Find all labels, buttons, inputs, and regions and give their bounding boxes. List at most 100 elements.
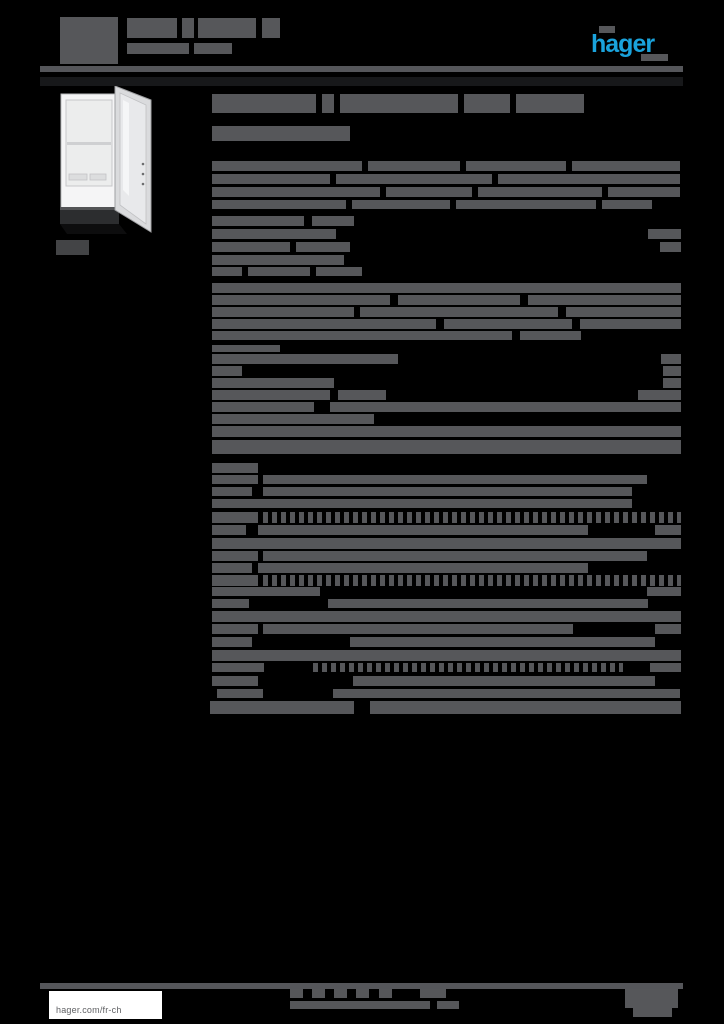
footer-text-row [437, 1001, 459, 1009]
redacted-text-block [498, 174, 680, 184]
redacted-text-block [212, 512, 258, 523]
redacted-text-block [212, 663, 264, 672]
redacted-text-block [648, 229, 681, 239]
doc-subtitle-row [127, 43, 189, 54]
redacted-text-block [655, 624, 681, 634]
redacted-text-block [212, 551, 258, 561]
redacted-text-block [212, 637, 252, 647]
hager-logo: hager [591, 30, 655, 58]
redacted-text-block [386, 187, 472, 197]
redacted-text-block [212, 366, 242, 376]
logo-fragment [599, 26, 615, 33]
redacted-text-block [661, 354, 681, 364]
redacted-text-block [212, 283, 681, 293]
cabinet-rail [67, 142, 111, 145]
redacted-text-block [328, 599, 648, 608]
doc-title-row [262, 18, 280, 38]
redacted-text-block [212, 575, 258, 586]
redacted-text-block [212, 216, 304, 226]
footer-brand-block [625, 989, 678, 1008]
page-title-row [464, 94, 510, 113]
door-hinge [141, 172, 145, 176]
redacted-text-block [352, 200, 450, 209]
redacted-text-block [212, 402, 314, 412]
redacted-text-block [572, 161, 680, 171]
redacted-text-block [296, 242, 350, 252]
doc-title-row [127, 18, 177, 38]
redacted-text-block [212, 390, 330, 400]
redacted-text-block [212, 161, 362, 171]
redacted-text-block [258, 563, 588, 573]
doc-title-row [182, 18, 194, 38]
redacted-text-block [370, 701, 681, 714]
redacted-text-block [212, 587, 320, 596]
redacted-text-block [210, 701, 354, 714]
redacted-text-block [248, 267, 310, 276]
redacted-text-block [212, 187, 380, 197]
redacted-text-block [263, 475, 647, 484]
redacted-text-block [647, 587, 681, 596]
redacted-text-block [212, 676, 258, 686]
redacted-text-block [212, 229, 336, 239]
redacted-text-block [398, 295, 520, 305]
doc-title-row [198, 18, 256, 38]
redacted-text-block [638, 390, 681, 400]
product-ref-caption [56, 240, 89, 255]
product-image [60, 86, 152, 234]
redacted-text-block [212, 426, 681, 437]
social-icons-row[interactable] [420, 988, 446, 998]
redacted-text-block [212, 242, 290, 252]
redacted-text-block [217, 689, 263, 698]
social-icons-row[interactable] [379, 988, 392, 998]
redacted-text-block [663, 366, 681, 376]
doc-subtitle-row [194, 43, 232, 54]
redacted-text-block [520, 331, 581, 340]
redacted-text-block [528, 295, 681, 305]
redacted-text-block [212, 624, 258, 634]
social-icons-row[interactable] [312, 988, 325, 998]
redacted-text-block [478, 187, 602, 197]
glass-reflection [123, 100, 129, 196]
header-mark-block [60, 17, 118, 64]
redacted-text-block [566, 307, 681, 317]
redacted-text-block [360, 307, 558, 317]
redacted-text-block [263, 512, 681, 523]
logo-fragment [641, 54, 668, 61]
redacted-text-block [212, 650, 681, 661]
redacted-text-block [580, 319, 681, 329]
redacted-text-block [456, 200, 596, 209]
redacted-text-block [212, 319, 436, 329]
redacted-text-block [212, 538, 681, 549]
redacted-text-block [212, 255, 344, 265]
door-lock [141, 182, 145, 186]
redacted-text-block [212, 563, 252, 573]
social-icons-row[interactable] [356, 988, 369, 998]
redacted-text-block [444, 319, 572, 329]
redacted-text-block [212, 307, 354, 317]
plinth-lip [60, 207, 119, 211]
social-icons-row[interactable] [290, 988, 303, 998]
page-subtitle-row [212, 126, 350, 141]
page-title-row [516, 94, 584, 113]
redacted-text-block [212, 525, 246, 535]
redacted-text-block [350, 637, 655, 647]
redacted-text-block [212, 331, 512, 340]
redacted-text-block [333, 689, 680, 698]
redacted-text-block [212, 487, 252, 496]
redacted-text-block [368, 161, 460, 171]
redacted-text-block [316, 267, 362, 276]
redacted-text-block [212, 174, 330, 184]
footer-site-link[interactable]: hager.com/fr-ch [49, 991, 162, 1019]
cabinet-vent [68, 173, 88, 181]
redacted-text-block [466, 161, 566, 171]
redacted-text-block [258, 499, 632, 508]
redacted-text-block [663, 378, 681, 388]
redacted-text-block [353, 676, 655, 686]
redacted-text-block [212, 611, 681, 622]
social-icons-row[interactable] [334, 988, 347, 998]
redacted-text-block [212, 354, 398, 364]
page-title-row [340, 94, 458, 113]
redacted-text-block [212, 414, 374, 424]
redacted-text-block [212, 475, 258, 484]
